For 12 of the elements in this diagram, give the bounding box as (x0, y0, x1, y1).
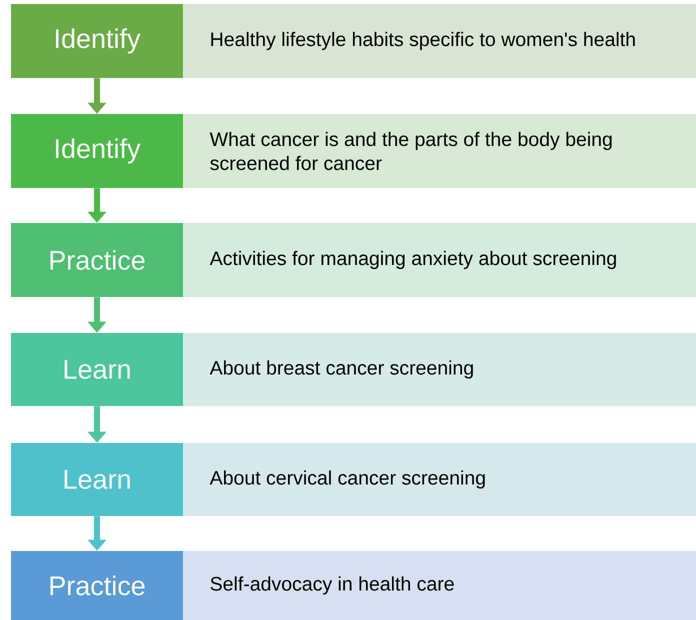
description-panel: About cervical cancer screening (183, 442, 696, 516)
step-box: Learn (11, 442, 183, 516)
description-panel: Healthy lifestyle habits specific to women's health (183, 4, 696, 78)
step-box: Identify (11, 114, 183, 188)
description-panel: Self-advocacy in health care (183, 550, 696, 620)
step-box: Practice (11, 222, 183, 297)
description-panel: About breast cancer screening (183, 333, 696, 406)
step-box: Identify (11, 4, 183, 78)
description-panel: What cancer is and the parts of the body being screened for cancer (183, 114, 696, 188)
description-panel: Activities for managing anxiety about screening (183, 222, 696, 297)
step-box: Practice (11, 550, 183, 620)
step-box: Learn (11, 333, 183, 406)
